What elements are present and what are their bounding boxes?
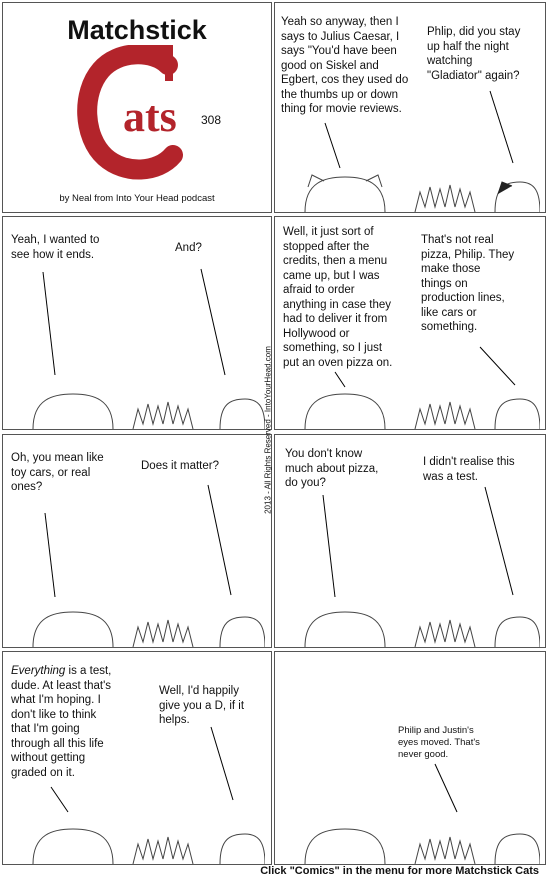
speech-justin: And? bbox=[175, 242, 202, 254]
title-panel: Matchstick ats 308 by Neal from Into You… bbox=[2, 2, 272, 213]
emphasis-word: Everything bbox=[11, 665, 66, 677]
speech-philip: Everything is a test, dude. At least tha… bbox=[11, 664, 111, 780]
cat-third bbox=[494, 181, 540, 212]
panel-4: Well, it just sort of stopped after the … bbox=[274, 216, 546, 430]
speech-justin: I didn't realise this was a test. bbox=[423, 456, 515, 483]
comic-number: 308 bbox=[201, 113, 222, 127]
speech-philip: You don't know much about pizza, do you? bbox=[285, 448, 379, 489]
cat-philip bbox=[32, 393, 114, 429]
cat-philip bbox=[304, 828, 386, 864]
cat-justin bbox=[132, 836, 194, 864]
cat-philip bbox=[32, 611, 114, 647]
copyright-vertical: 2013 - All Rights Reserved - IntoYourHea… bbox=[258, 310, 278, 550]
narration: Philip and Justin's eyes moved. That's n… bbox=[398, 725, 480, 760]
speech-justin: Does it matter? bbox=[141, 460, 219, 472]
panel-7: Everything is a test, dude. At least tha… bbox=[2, 651, 272, 865]
logo-text: ats bbox=[123, 92, 177, 141]
cat-justin bbox=[132, 401, 194, 429]
copyright-text: 2013 - All Rights Reserved - IntoYourHea… bbox=[263, 346, 273, 514]
panel-8: Philip and Justin's eyes moved. That's n… bbox=[274, 651, 546, 865]
byline: by Neal from Into Your Head podcast bbox=[59, 193, 215, 204]
cat-third bbox=[494, 616, 540, 647]
speech-philip: Yeah so anyway, then I says to Julius Ca… bbox=[281, 16, 409, 115]
cat-philip bbox=[304, 174, 386, 212]
cats-logo: ats bbox=[77, 45, 183, 180]
cat-third bbox=[219, 616, 265, 647]
cat-third bbox=[494, 398, 540, 429]
panel-2: Yeah so anyway, then I says to Julius Ca… bbox=[274, 2, 546, 213]
speech-philip-rest: is a test, dude. At least that's what I'… bbox=[11, 665, 112, 779]
footer-link[interactable]: Click "Comics" in the menu for more Matc… bbox=[260, 865, 539, 877]
panel-3: Yeah, I wanted to see how it ends. And? bbox=[2, 216, 272, 430]
cat-justin bbox=[132, 619, 194, 647]
panel-6: You don't know much about pizza, do you?… bbox=[274, 434, 546, 648]
cat-third bbox=[219, 833, 265, 864]
panel-5: Oh, you mean like toy cars, or real ones… bbox=[2, 434, 272, 648]
cat-third bbox=[219, 398, 265, 429]
cat-philip bbox=[304, 393, 386, 429]
cat-philip bbox=[304, 611, 386, 647]
comic-title: Matchstick bbox=[67, 15, 207, 45]
speech-philip: Yeah, I wanted to see how it ends. bbox=[11, 234, 100, 261]
speech-philip: Well, it just sort of stopped after the … bbox=[283, 226, 393, 369]
cat-justin bbox=[414, 836, 476, 864]
speech-justin: Phlip, did you stay up half the night wa… bbox=[427, 26, 521, 82]
speech-justin: That's not real pizza, Philip. They make… bbox=[421, 234, 515, 333]
cat-justin bbox=[414, 619, 476, 647]
cat-justin bbox=[414, 184, 476, 212]
cat-third bbox=[494, 833, 540, 864]
speech-justin: Well, I'd happily give you a D, if it he… bbox=[159, 685, 245, 726]
speech-philip: Oh, you mean like toy cars, or real ones… bbox=[11, 452, 104, 493]
cat-philip bbox=[32, 828, 114, 864]
cat-justin bbox=[414, 401, 476, 429]
